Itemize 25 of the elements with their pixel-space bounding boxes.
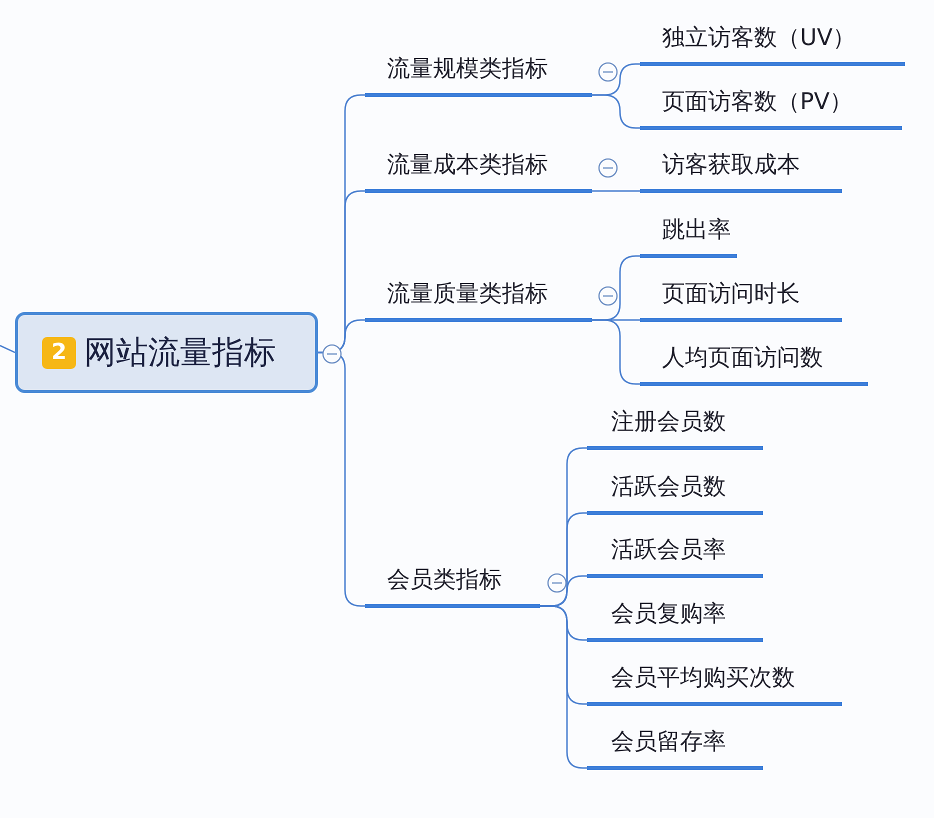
topic-label: 活跃会员率 [611, 536, 726, 565]
topic-label: 会员平均购买次数 [611, 664, 795, 693]
topic-label: 独立访客数（UV） [662, 24, 856, 53]
topic-label: 会员留存率 [611, 728, 726, 757]
topic-label: 会员类指标 [387, 566, 502, 595]
connector-line [592, 319, 640, 385]
topic-label: 访客获取成本 [662, 151, 800, 180]
topic-label: 流量规模类指标 [387, 55, 548, 84]
topic-label: 页面访客数（PV） [662, 88, 853, 117]
topic-label: 注册会员数 [611, 408, 726, 437]
connector-line [592, 190, 640, 192]
topic-label: 流量质量类指标 [387, 280, 548, 309]
root-topic-box [15, 312, 318, 393]
topic-label: 活跃会员数 [611, 473, 726, 502]
topic-label: 页面访问时长 [662, 280, 800, 309]
topic-label: 会员复购率 [611, 600, 726, 629]
connector-line [318, 352, 365, 607]
topic-label: 人均页面访问数 [662, 344, 823, 373]
topic-label: 跳出率 [662, 216, 731, 245]
priority-badge: 2 [42, 336, 76, 368]
topic-label: 流量成本类指标 [387, 151, 548, 180]
connector-line [540, 605, 587, 769]
topic-label: 网站流量指标 [84, 332, 276, 372]
connector-line [0, 344, 16, 354]
connector-line [592, 94, 640, 129]
